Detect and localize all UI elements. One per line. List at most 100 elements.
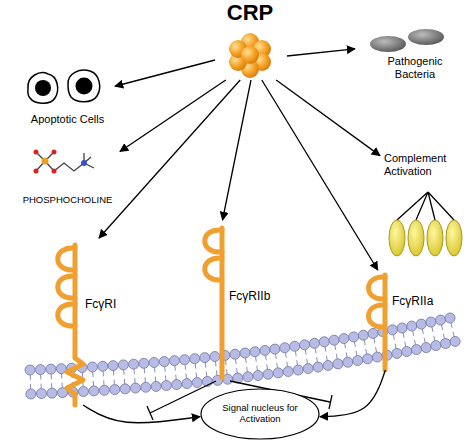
lipid-head bbox=[333, 359, 343, 369]
lipid-tail bbox=[335, 345, 337, 359]
lipid-head bbox=[431, 341, 441, 351]
connector-arrow bbox=[223, 80, 251, 220]
lipid-tail bbox=[295, 351, 297, 365]
lipid-head bbox=[253, 371, 263, 381]
cell-nucleus bbox=[76, 78, 93, 95]
receptor-label: FcγRIIb bbox=[195, 220, 281, 378]
connector-arrow bbox=[115, 60, 215, 86]
node-text: Apoptotic Cells bbox=[25, 113, 110, 126]
lipid-head bbox=[151, 381, 161, 391]
lipid-head bbox=[270, 344, 280, 354]
lipid-head bbox=[300, 340, 310, 350]
lipid-tail bbox=[92, 372, 94, 386]
lipid-head bbox=[392, 348, 402, 358]
crp-pentamer bbox=[229, 33, 271, 78]
lipid-tail bbox=[442, 325, 445, 339]
lipid-tail bbox=[422, 329, 425, 343]
connector-arrow bbox=[99, 80, 240, 238]
signal-outline bbox=[201, 389, 319, 439]
lipid-tail bbox=[103, 371, 105, 385]
lipid-head bbox=[47, 388, 57, 398]
cell-outline bbox=[28, 73, 58, 104]
ig-domain-loops bbox=[58, 248, 75, 326]
lipid-head bbox=[108, 361, 118, 371]
crp-subunit bbox=[241, 46, 259, 64]
cell-nucleus bbox=[35, 80, 51, 96]
signal-ellipse: Signal nucleus for Activation bbox=[200, 388, 320, 440]
lipid-tail bbox=[175, 366, 176, 380]
complement-head bbox=[408, 220, 424, 256]
lipid-head bbox=[416, 319, 426, 329]
lipid-head bbox=[190, 354, 200, 364]
lipid-head bbox=[260, 345, 270, 355]
lipid-tail bbox=[155, 367, 156, 381]
lipid-tail bbox=[113, 371, 115, 385]
lipid-head bbox=[319, 337, 329, 347]
lipid-tail bbox=[185, 365, 186, 379]
lipid-tail bbox=[432, 327, 435, 341]
bacterium bbox=[408, 29, 444, 45]
lipid-head bbox=[313, 362, 323, 372]
lipid-head bbox=[161, 381, 171, 391]
lipid-head bbox=[180, 355, 190, 365]
oxygen-atom bbox=[34, 169, 39, 174]
node-text: Complement Activation bbox=[384, 152, 464, 177]
lipid-head bbox=[358, 330, 368, 340]
inhibition-bar bbox=[147, 406, 153, 420]
lipid-tail bbox=[364, 340, 366, 354]
lipid-head bbox=[89, 386, 99, 396]
molecule-bonds bbox=[36, 152, 94, 171]
complement-head bbox=[389, 220, 405, 256]
connector-arrow bbox=[287, 49, 355, 56]
bacteria bbox=[370, 29, 444, 52]
inhibition-bar bbox=[329, 395, 332, 409]
lipid-tail bbox=[134, 369, 135, 383]
lipid-tail bbox=[305, 350, 307, 364]
cell-membrane bbox=[25, 313, 460, 399]
lipid-head bbox=[363, 354, 373, 364]
lipid-head bbox=[130, 383, 140, 393]
lipid-head bbox=[78, 387, 88, 397]
lipid-tail bbox=[236, 359, 238, 373]
receptor-label: FcγRI bbox=[55, 238, 135, 405]
lipid-head bbox=[441, 339, 451, 349]
lipid-head bbox=[149, 357, 159, 367]
lipid-head bbox=[210, 352, 220, 362]
receptors bbox=[58, 228, 385, 405]
phosphocholine-molecule bbox=[34, 150, 95, 174]
lipid-head bbox=[139, 358, 149, 368]
lipid-tail bbox=[325, 347, 327, 361]
lipid-tail bbox=[393, 335, 396, 349]
connector-arrow bbox=[262, 80, 378, 270]
lipid-tail bbox=[451, 323, 454, 337]
lipid-head bbox=[99, 385, 109, 395]
lipid-head bbox=[46, 364, 56, 374]
lipid-tail bbox=[374, 338, 377, 352]
lipid-tail bbox=[315, 348, 317, 362]
lipid-head bbox=[200, 353, 210, 363]
lipid-tail bbox=[144, 368, 145, 382]
lipid-head bbox=[98, 361, 108, 371]
lipid-tail bbox=[276, 354, 278, 368]
lipid-head bbox=[283, 366, 293, 376]
lipid-head bbox=[263, 369, 273, 379]
lipid-head bbox=[450, 336, 460, 346]
complement-complex bbox=[389, 192, 462, 256]
lipid-head bbox=[280, 343, 290, 353]
lipid-head bbox=[120, 384, 130, 394]
protein-label: CRP bbox=[215, 0, 287, 80]
lipid-head bbox=[159, 357, 169, 367]
lipid-head bbox=[230, 349, 240, 359]
lipid-tail bbox=[215, 362, 217, 376]
lipid-tail bbox=[205, 363, 206, 377]
lipid-head bbox=[250, 347, 260, 357]
lipid-head bbox=[397, 323, 407, 333]
lipid-head bbox=[192, 378, 202, 388]
lipid-head bbox=[36, 389, 46, 399]
connector-arrow bbox=[320, 370, 385, 417]
lipid-tail bbox=[51, 374, 53, 388]
node-text: PHOSPHOCHOLINE bbox=[17, 195, 118, 206]
lipid-head bbox=[172, 380, 182, 390]
lipid-head bbox=[243, 372, 253, 382]
